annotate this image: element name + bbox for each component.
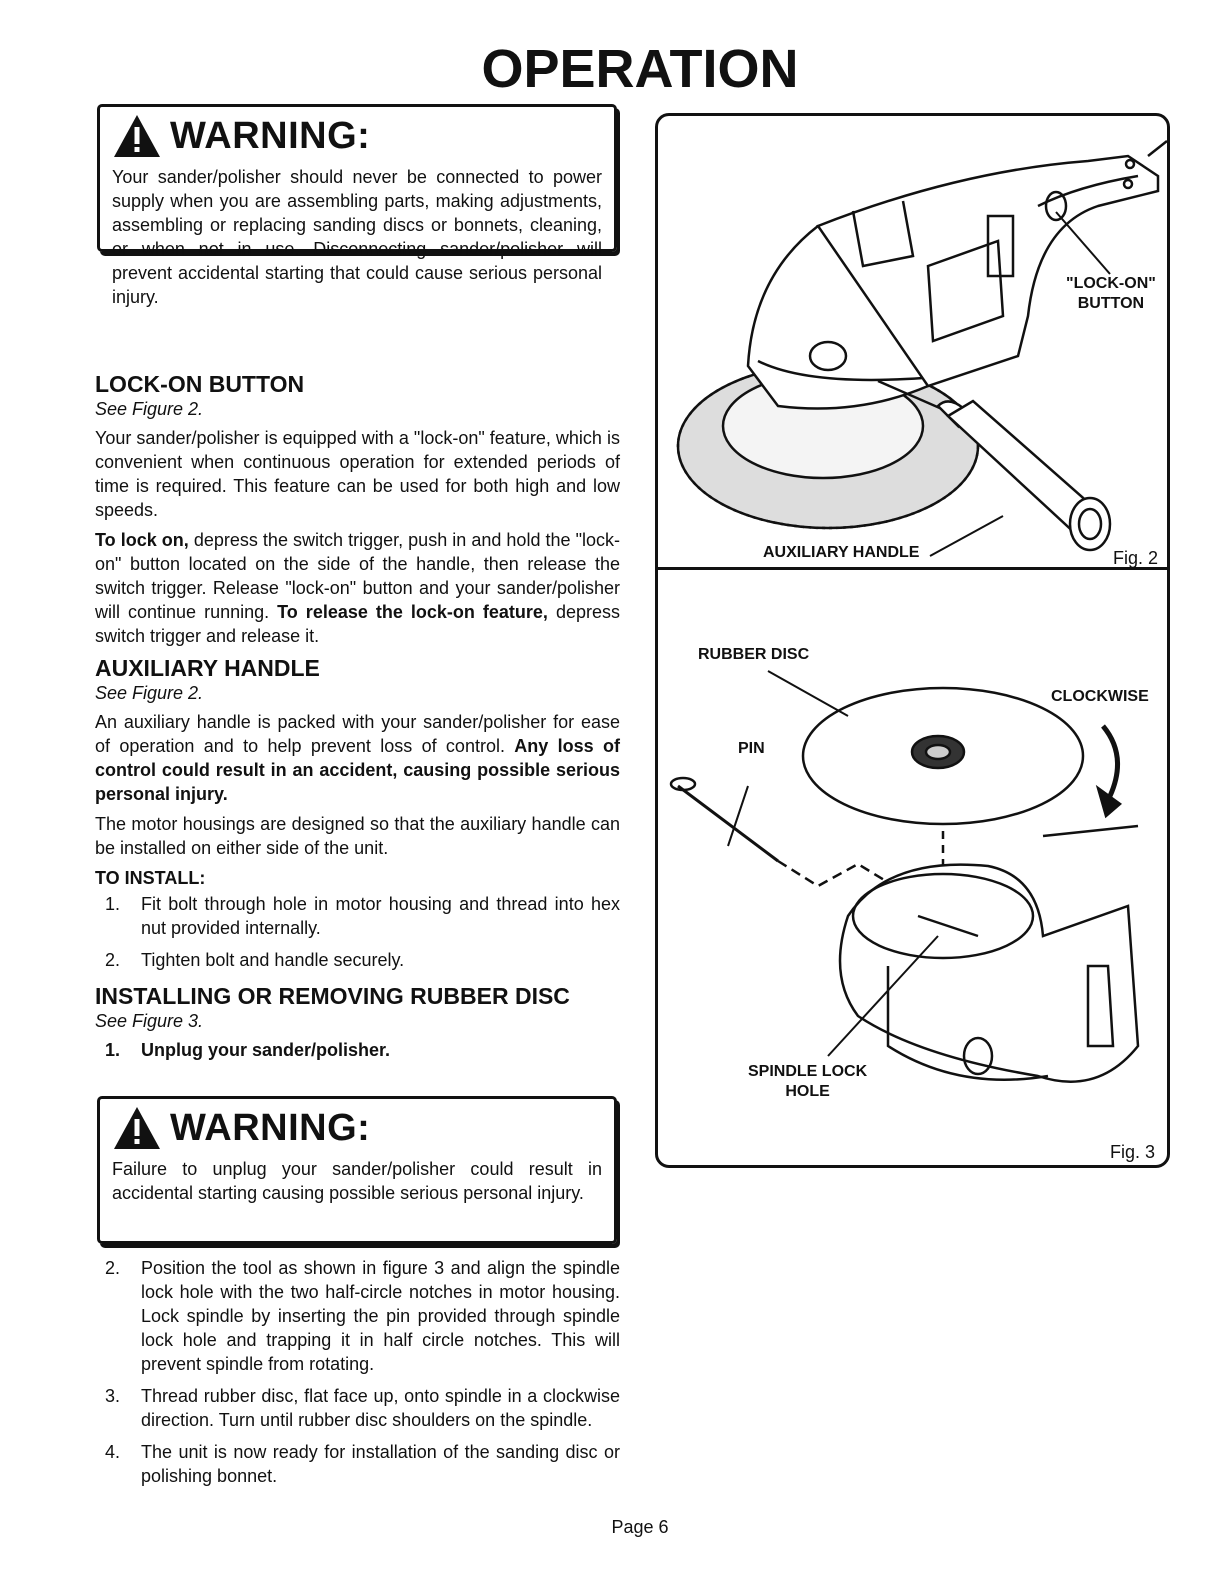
clockwise-label: CLOCKWISE [1051,688,1149,705]
step-text: Unplug your sander/polisher. [141,1040,391,1060]
bold-phrase: To lock on, [95,530,189,550]
figure-divider [658,567,1167,570]
warning-triangle-icon [114,1107,160,1149]
list-item: 4. The unit is now ready for installation… [95,1440,620,1488]
lock-on-instructions: To lock on, depress the switch trigger, … [95,528,620,648]
to-install-heading: TO INSTALL: [95,868,206,888]
section-heading-aux-handle: AUXILIARY HANDLE [95,655,320,681]
list-item: 1. Fit bolt through hole in motor housing… [95,892,620,940]
install-steps-list: 1. Fit bolt through hole in motor housing… [95,892,620,972]
bold-phrase: To release the lock-on feature, [277,602,548,622]
see-figure-ref: See Figure 2. [95,683,204,703]
sander-illustration [669,140,1167,1083]
bold-warning-phrase: Any loss of control could result in an a… [95,736,620,804]
paragraph-text: An auxiliary handle is packed with your … [95,712,620,756]
step-number: 4. [105,1442,121,1462]
lock-on-paragraph: Your sander/polisher is equipped with a … [95,428,620,520]
rubber-disc-steps-list: 2. Position the tool as shown in figure 3… [95,1256,620,1488]
warning-triangle-icon [114,115,160,157]
page-number: Page 6 [611,1517,669,1537]
warning-header: WARNING: [100,1099,614,1157]
step-number: 3. [105,1386,121,1406]
label-line: HOLE [785,1083,830,1100]
step-text: The unit is now ready for installation o… [141,1442,620,1486]
label-line: SPINDLE LOCK [748,1063,868,1080]
instruction-text: depress switch trigger and release it. [95,602,620,646]
warning-box-2: WARNING: Failure to unplug your sander/p… [97,1096,617,1244]
section-heading-rubber-disc: INSTALLING OR REMOVING RUBBER DISC [95,983,570,1009]
instruction-text: depress the switch trigger, push in and … [95,530,620,622]
lock-on-section: LOCK-ON BUTTON See Figure 2. Your sander… [95,370,620,1070]
spindle-lock-hole-label: SPINDLE LOCK HOLE [748,1062,867,1102]
aux-handle-paragraph: An auxiliary handle is packed with your … [95,710,620,806]
leader-lines [929,211,1111,557]
page-title: OPERATION [481,39,799,99]
step-number: 1. [105,894,121,914]
warning-title: WARNING: [170,114,371,157]
step-text: Thread rubber disc, flat face up, onto s… [141,1386,620,1430]
warning-text: Your sander/polisher should never be con… [112,167,602,307]
figure-3-caption: Fig. 3 [1110,1142,1156,1162]
pin-label: PIN [738,740,765,757]
auxiliary-handle-label: AUXILIARY HANDLE [763,544,920,561]
list-item: 2. Position the tool as shown in figure 3… [95,1256,620,1376]
section-heading-lock-on: LOCK-ON BUTTON [95,371,305,397]
aux-handle-paragraph-2: The motor housings are designed so that … [95,814,620,858]
label-line: BUTTON [1077,295,1145,312]
rubber-disc-label: RUBBER DISC [698,646,810,663]
sander-polisher-drawing [676,140,1167,552]
step-text: Position the tool as shown in figure 3 a… [141,1258,620,1374]
lock-on-button-label: "LOCK-ON" BUTTON [1066,274,1156,314]
list-item: 3. Thread rubber disc, flat face up, onto… [95,1384,620,1432]
rubber-disc-step-1: 1. Unplug your sander/polisher. [95,1038,620,1062]
warning-title: WARNING: [170,1106,371,1149]
step-number: 1. [105,1040,121,1060]
step-text: Fit bolt through hole in motor housing a… [141,894,620,938]
leader-lines [727,670,939,1057]
see-figure-ref: See Figure 3. [95,1011,204,1031]
list-item: 1. Unplug your sander/polisher. [95,1038,620,1062]
list-item: 2. Tighten bolt and handle securely. [95,948,620,972]
step-number: 2. [105,950,121,970]
step-text: Tighten bolt and handle securely. [141,950,405,970]
warning-box: WARNING: Your sander/polisher should nev… [97,104,617,307]
warning-text: Failure to unplug your sander/polisher c… [112,1159,602,1203]
step-number: 2. [105,1258,121,1278]
see-figure-ref: See Figure 2. [95,399,204,419]
rubber-disc-drawing [669,686,1140,1083]
warning-header: WARNING: [100,107,614,165]
figure-panel: "LOCK-ON" BUTTON AUXILIARY HANDLE Fig. 2… [655,113,1170,1168]
label-line: "LOCK-ON" [1066,275,1156,292]
rubber-disc-steps: 2. Position the tool as shown in figure 3… [95,1256,620,1496]
figure-2-caption: Fig. 2 [1113,548,1159,568]
